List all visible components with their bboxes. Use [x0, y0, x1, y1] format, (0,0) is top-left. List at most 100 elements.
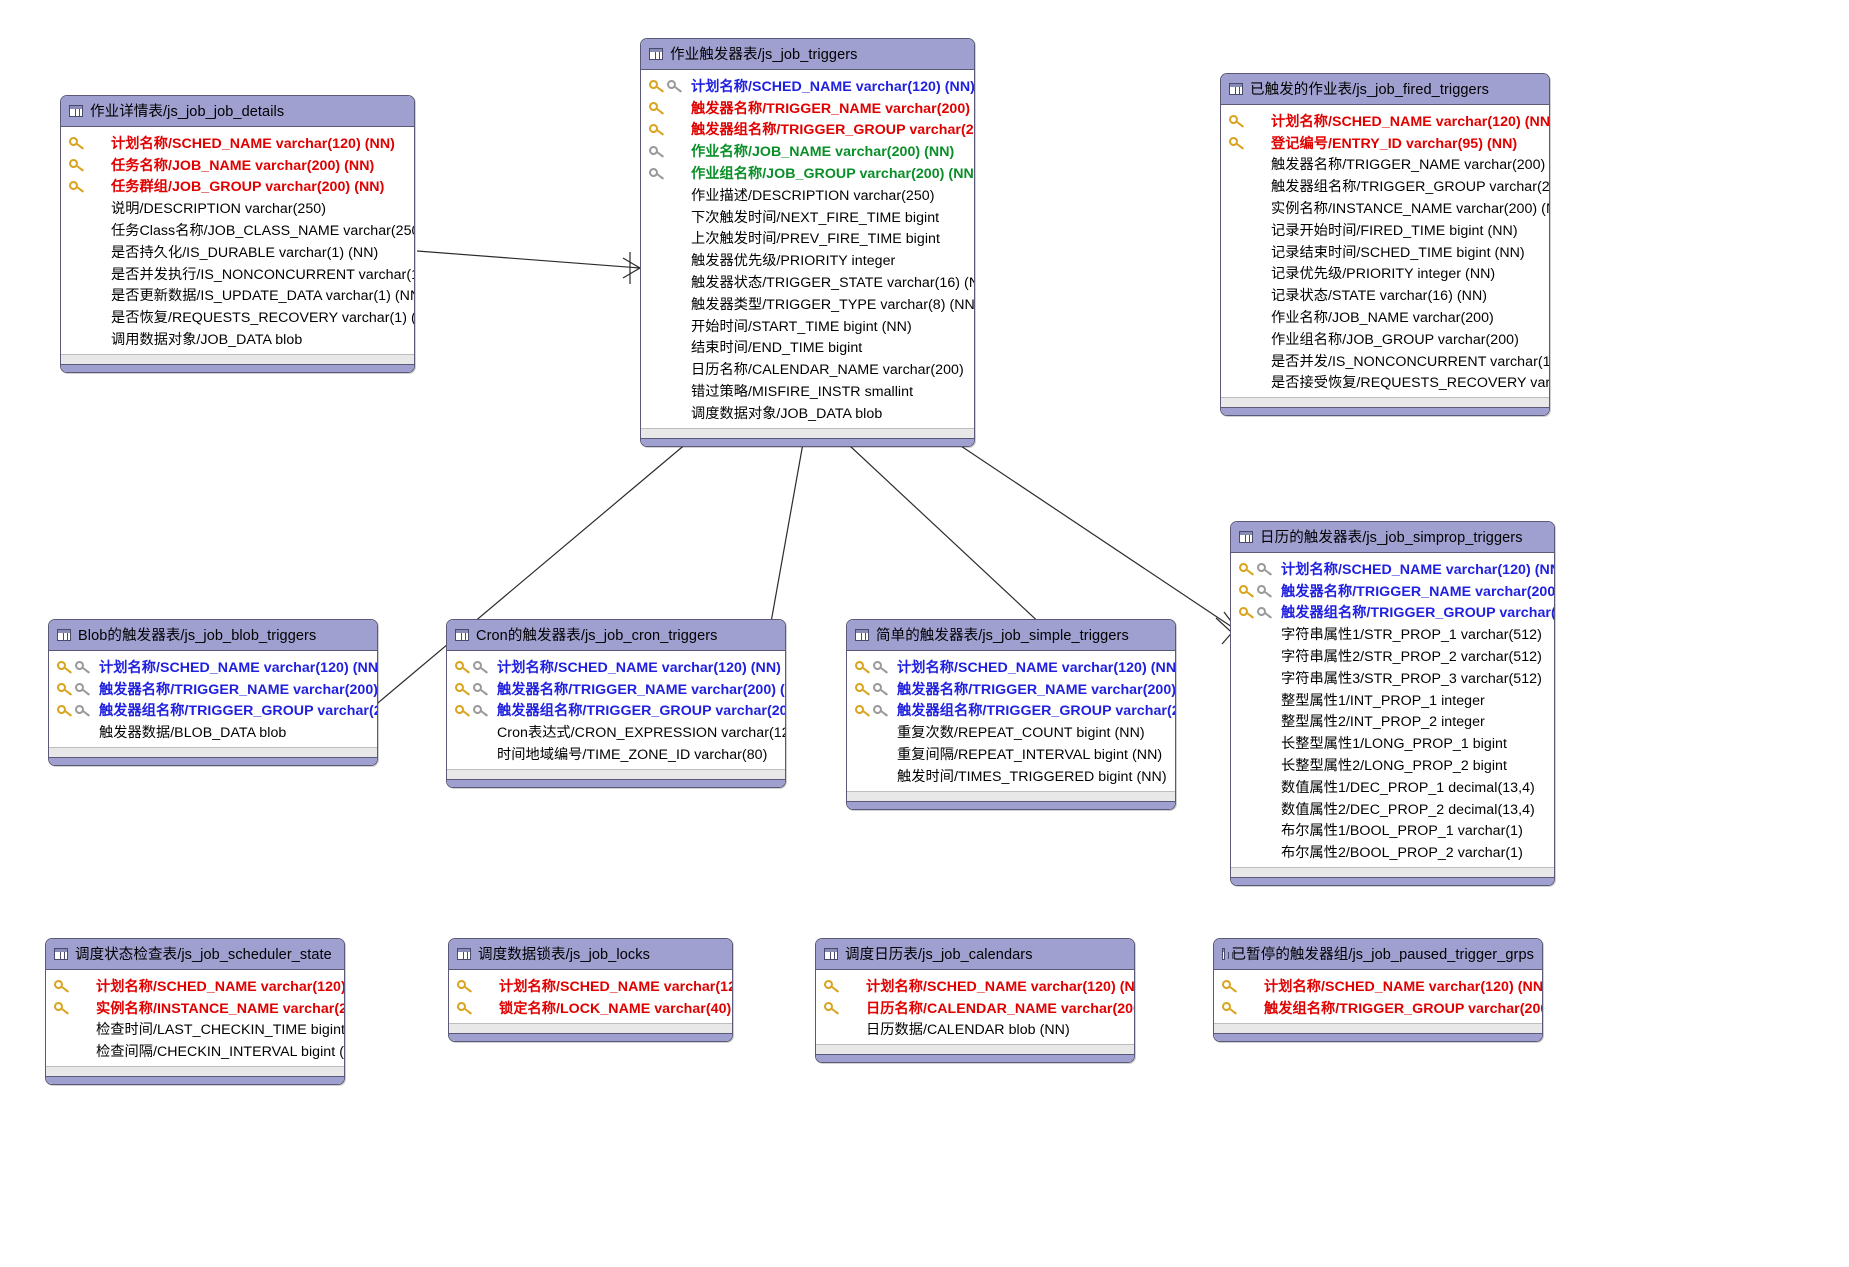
field-row[interactable]: 实例名称/INSTANCE_NAME varchar(200) (NN) — [1227, 197, 1549, 219]
field-row[interactable]: 任务Class名称/JOB_CLASS_NAME varchar(250) (N… — [67, 219, 414, 241]
field-row[interactable]: 任务名称/JOB_NAME varchar(200) (NN) — [67, 154, 408, 176]
field-row[interactable]: 实例名称/INSTANCE_NAME varchar(200) (NN) — [52, 997, 344, 1019]
field-row[interactable]: 日历名称/CALENDAR_NAME varchar(200) — [647, 358, 968, 380]
table-cron_triggers[interactable]: Cron的触发器表/js_job_cron_triggers 计划名称/SCHED… — [446, 619, 786, 788]
table-calendars[interactable]: 调度日历表/js_job_calendars 计划名称/SCHED_NAME va… — [815, 938, 1135, 1064]
table-header-locks[interactable]: 调度数据锁表/js_job_locks — [449, 939, 732, 970]
field-row[interactable]: 作业组名称/JOB_GROUP varchar(200) — [1227, 328, 1543, 350]
field-row[interactable]: 作业组名称/JOB_GROUP varchar(200) (NN) — [647, 162, 974, 184]
field-row[interactable]: 计划名称/SCHED_NAME varchar(120) (NN) — [1220, 975, 1542, 997]
field-row[interactable]: 记录结束时间/SCHED_TIME bigint (NN) — [1227, 241, 1543, 263]
field-row[interactable]: 计划名称/SCHED_NAME varchar(120) (NN) — [55, 656, 377, 678]
field-row[interactable]: 触发器名称/TRIGGER_NAME varchar(200) (NN) — [1237, 580, 1554, 602]
field-row[interactable]: 布尔属性2/BOOL_PROP_2 varchar(1) — [1237, 841, 1548, 863]
field-row[interactable]: 说明/DESCRIPTION varchar(250) — [67, 197, 408, 219]
field-row[interactable]: 锁定名称/LOCK_NAME varchar(40) (NN) — [455, 997, 732, 1019]
table-simprop_triggers[interactable]: 日历的触发器表/js_job_simprop_triggers 计划名称/SCHE… — [1230, 521, 1555, 887]
field-row[interactable]: 触发器组名称/TRIGGER_GROUP varchar(200) (NN) — [1227, 175, 1549, 197]
field-row[interactable]: 字符串属性2/STR_PROP_2 varchar(512) — [1237, 645, 1548, 667]
field-row[interactable]: 触发器状态/TRIGGER_STATE varchar(16) (NN) — [647, 271, 974, 293]
table-header-calendars[interactable]: 调度日历表/js_job_calendars — [816, 939, 1134, 970]
field-row[interactable]: 记录优先级/PRIORITY integer (NN) — [1227, 263, 1543, 285]
table-header-simprop_triggers[interactable]: 日历的触发器表/js_job_simprop_triggers — [1231, 522, 1554, 553]
table-locks[interactable]: 调度数据锁表/js_job_locks 计划名称/SCHED_NAME varch… — [448, 938, 733, 1042]
field-row[interactable]: 触发器组名称/TRIGGER_GROUP varchar(200) (NN) — [453, 700, 785, 722]
field-row[interactable]: 数值属性1/DEC_PROP_1 decimal(13,4) — [1237, 776, 1548, 798]
field-row[interactable]: 记录开始时间/FIRED_TIME bigint (NN) — [1227, 219, 1543, 241]
field-row[interactable]: 作业名称/JOB_NAME varchar(200) (NN) — [647, 140, 968, 162]
field-row[interactable]: 触发器组名称/TRIGGER_GROUP varchar(200) (NN) — [1237, 602, 1554, 624]
field-row[interactable]: 计划名称/SCHED_NAME varchar(120) (NN) — [52, 975, 344, 997]
field-row[interactable]: 长整型属性2/LONG_PROP_2 bigint — [1237, 754, 1548, 776]
table-paused_trigger_grps[interactable]: 已暂停的触发器组/js_job_paused_trigger_grps 计划名称/… — [1213, 938, 1543, 1042]
field-row[interactable]: 触发时间/TIMES_TRIGGERED bigint (NN) — [853, 765, 1169, 787]
field-row[interactable]: 数值属性2/DEC_PROP_2 decimal(13,4) — [1237, 798, 1548, 820]
field-row[interactable]: 是否并发/IS_NONCONCURRENT varchar(1) — [1227, 350, 1549, 372]
field-row[interactable]: 字符串属性3/STR_PROP_3 varchar(512) — [1237, 667, 1548, 689]
field-row[interactable]: 布尔属性1/BOOL_PROP_1 varchar(1) — [1237, 820, 1548, 842]
field-row[interactable]: 是否更新数据/IS_UPDATE_DATA varchar(1) (NN) — [67, 285, 414, 307]
field-row[interactable]: 触发组名称/TRIGGER_GROUP varchar(200) (NN) — [1220, 997, 1542, 1019]
field-row[interactable]: 整型属性2/INT_PROP_2 integer — [1237, 711, 1548, 733]
field-row[interactable]: 是否并发执行/IS_NONCONCURRENT varchar(1) (NN) — [67, 263, 414, 285]
table-header-simple_triggers[interactable]: 简单的触发器表/js_job_simple_triggers — [847, 620, 1175, 651]
field-row[interactable]: 字符串属性1/STR_PROP_1 varchar(512) — [1237, 623, 1548, 645]
field-row[interactable]: 触发器名称/TRIGGER_NAME varchar(200) (NN) — [1227, 154, 1549, 176]
field-row[interactable]: 日历名称/CALENDAR_NAME varchar(200) (NN) — [822, 997, 1134, 1019]
field-row[interactable]: 是否恢复/REQUESTS_RECOVERY varchar(1) (NN) — [67, 306, 414, 328]
field-row[interactable]: 时间地域编号/TIME_ZONE_ID varchar(80) — [453, 743, 779, 765]
field-row[interactable]: 作业名称/JOB_NAME varchar(200) — [1227, 306, 1543, 328]
field-row[interactable]: 计划名称/SCHED_NAME varchar(120) (NN) — [453, 656, 781, 678]
field-row[interactable]: 检查时间/LAST_CHECKIN_TIME bigint (NN) — [52, 1019, 344, 1041]
field-row[interactable]: 触发器类型/TRIGGER_TYPE varchar(8) (NN) — [647, 293, 974, 315]
field-row[interactable]: 计划名称/SCHED_NAME varchar(120) (NN) — [822, 975, 1134, 997]
table-header-paused_trigger_grps[interactable]: 已暂停的触发器组/js_job_paused_trigger_grps — [1214, 939, 1542, 970]
table-fired_triggers[interactable]: 已触发的作业表/js_job_fired_triggers 计划名称/SCHED_… — [1220, 73, 1550, 417]
field-row[interactable]: 是否接受恢复/REQUESTS_RECOVERY varchar(1) — [1227, 372, 1549, 394]
field-row[interactable]: 下次触发时间/NEXT_FIRE_TIME bigint — [647, 206, 968, 228]
field-row[interactable]: 触发器名称/TRIGGER_NAME varchar(200) (NN) — [647, 97, 974, 119]
field-row[interactable]: 长整型属性1/LONG_PROP_1 bigint — [1237, 732, 1548, 754]
field-row[interactable]: 计划名称/SCHED_NAME varchar(120) (NN) — [1237, 558, 1554, 580]
table-header-cron_triggers[interactable]: Cron的触发器表/js_job_cron_triggers — [447, 620, 785, 651]
field-row[interactable]: 触发器组名称/TRIGGER_GROUP varchar(200) (NN) — [647, 119, 974, 141]
field-row[interactable]: 计划名称/SCHED_NAME varchar(120) (NN) — [455, 975, 732, 997]
field-row[interactable]: 计划名称/SCHED_NAME varchar(120) (NN) — [853, 656, 1175, 678]
field-row[interactable]: 调度数据对象/JOB_DATA blob — [647, 402, 968, 424]
field-row[interactable]: 开始时间/START_TIME bigint (NN) — [647, 315, 968, 337]
field-row[interactable]: 重复次数/REPEAT_COUNT bigint (NN) — [853, 721, 1169, 743]
table-header-job_triggers[interactable]: 作业触发器表/js_job_triggers — [641, 39, 974, 70]
table-header-scheduler_state[interactable]: 调度状态检查表/js_job_scheduler_state — [46, 939, 344, 970]
field-row[interactable]: 是否持久化/IS_DURABLE varchar(1) (NN) — [67, 241, 408, 263]
field-row[interactable]: 计划名称/SCHED_NAME varchar(120) (NN) — [1227, 110, 1549, 132]
field-row[interactable]: 触发器组名称/TRIGGER_GROUP varchar(200) (NN) — [853, 700, 1175, 722]
field-row[interactable]: 作业描述/DESCRIPTION varchar(250) — [647, 184, 968, 206]
field-row[interactable]: 结束时间/END_TIME bigint — [647, 337, 968, 359]
field-row[interactable]: 计划名称/SCHED_NAME varchar(120) (NN) — [67, 132, 408, 154]
field-row[interactable]: 触发器名称/TRIGGER_NAME varchar(200) (NN) — [453, 678, 785, 700]
field-row[interactable]: Cron表达式/CRON_EXPRESSION varchar(120) (NN… — [453, 721, 785, 743]
field-row[interactable]: 检查间隔/CHECKIN_INTERVAL bigint (NN) — [52, 1040, 344, 1062]
field-row[interactable]: 日历数据/CALENDAR blob (NN) — [822, 1019, 1128, 1041]
field-row[interactable]: 触发器优先级/PRIORITY integer — [647, 249, 968, 271]
field-row[interactable]: 重复间隔/REPEAT_INTERVAL bigint (NN) — [853, 743, 1169, 765]
table-header-job_details[interactable]: 作业详情表/js_job_job_details — [61, 96, 414, 127]
table-simple_triggers[interactable]: 简单的触发器表/js_job_simple_triggers 计划名称/SCHED… — [846, 619, 1176, 810]
field-row[interactable]: 整型属性1/INT_PROP_1 integer — [1237, 689, 1548, 711]
table-job_details[interactable]: 作业详情表/js_job_job_details 计划名称/SCHED_NAME … — [60, 95, 415, 373]
table-blob_triggers[interactable]: Blob的触发器表/js_job_blob_triggers 计划名称/SCHED… — [48, 619, 378, 767]
field-row[interactable]: 触发器名称/TRIGGER_NAME varchar(200) (NN) — [55, 678, 377, 700]
field-row[interactable]: 登记编号/ENTRY_ID varchar(95) (NN) — [1227, 132, 1543, 154]
field-row[interactable]: 触发器名称/TRIGGER_NAME varchar(200) (NN) — [853, 678, 1175, 700]
field-row[interactable]: 触发器组名称/TRIGGER_GROUP varchar(200) (NN) — [55, 700, 377, 722]
field-row[interactable]: 调用数据对象/JOB_DATA blob — [67, 328, 408, 350]
field-row[interactable]: 记录状态/STATE varchar(16) (NN) — [1227, 284, 1543, 306]
field-row[interactable]: 计划名称/SCHED_NAME varchar(120) (NN) — [647, 75, 974, 97]
table-scheduler_state[interactable]: 调度状态检查表/js_job_scheduler_state 计划名称/SCHED… — [45, 938, 345, 1086]
table-header-blob_triggers[interactable]: Blob的触发器表/js_job_blob_triggers — [49, 620, 377, 651]
field-row[interactable]: 错过策略/MISFIRE_INSTR smallint — [647, 380, 968, 402]
field-row[interactable]: 任务群组/JOB_GROUP varchar(200) (NN) — [67, 176, 408, 198]
field-row[interactable]: 触发器数据/BLOB_DATA blob — [55, 721, 371, 743]
field-row[interactable]: 上次触发时间/PREV_FIRE_TIME bigint — [647, 228, 968, 250]
table-header-fired_triggers[interactable]: 已触发的作业表/js_job_fired_triggers — [1221, 74, 1549, 105]
